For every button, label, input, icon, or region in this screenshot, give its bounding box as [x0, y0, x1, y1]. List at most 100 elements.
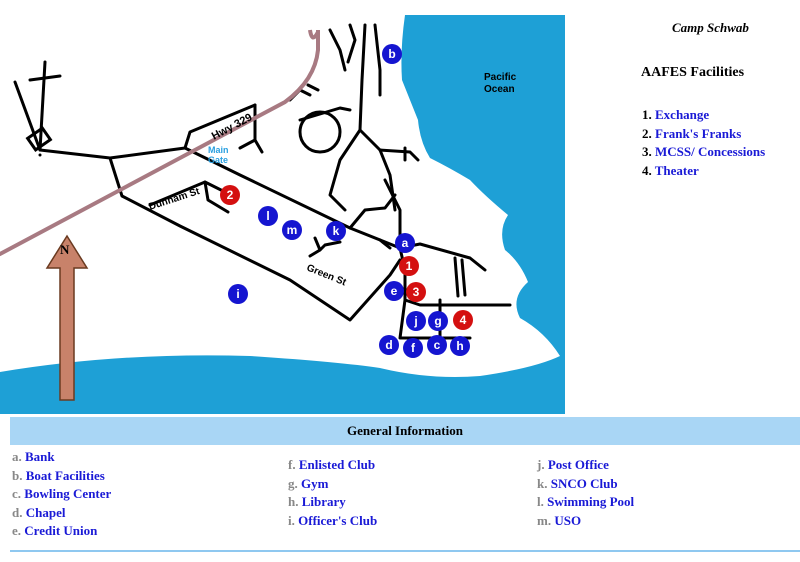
- svg-text:k: k: [333, 224, 340, 238]
- item-letter: e.: [12, 523, 22, 539]
- aafes-item: 4. Theater: [642, 162, 765, 181]
- link-swimming-pool[interactable]: Swimming Pool: [547, 494, 635, 510]
- ocean-label-2: Ocean: [484, 84, 515, 95]
- aafes-item: 1. Exchange: [642, 106, 765, 125]
- marker-k[interactable]: k: [326, 221, 346, 241]
- item-letter: l.: [537, 494, 544, 510]
- aafes-item-number: 2.: [642, 125, 652, 141]
- general-info-item: i. Officer's Club: [288, 512, 377, 531]
- marker-1[interactable]: 1: [399, 256, 419, 276]
- link-credit-union[interactable]: Credit Union: [24, 523, 98, 539]
- svg-text:i: i: [236, 287, 239, 301]
- marker-c[interactable]: c: [427, 335, 447, 355]
- general-info-item: m. USO: [537, 512, 634, 531]
- street-dunham: Dunham St: [148, 186, 202, 213]
- aafes-title: AAFES Facilities: [641, 65, 745, 80]
- aafes-link-franks-franks[interactable]: Frank's Franks: [655, 125, 742, 141]
- general-info-item: j. Post Office: [537, 456, 634, 475]
- item-letter: m.: [537, 512, 552, 528]
- link-enlisted-club[interactable]: Enlisted Club: [298, 457, 376, 472]
- marker-b[interactable]: b: [382, 44, 402, 64]
- general-info-item: g. Gym: [288, 475, 377, 494]
- marker-4[interactable]: 4: [453, 310, 473, 330]
- general-info-item: h. Library: [288, 493, 377, 512]
- marker-d[interactable]: d: [379, 335, 399, 355]
- link-gym[interactable]: Gym: [301, 475, 329, 491]
- general-info-column-1: a. Bank b. Boat Facilities c. Bowling Ce…: [12, 448, 111, 541]
- item-letter: j.: [537, 457, 545, 472]
- item-letter: i.: [288, 512, 295, 528]
- aafes-link-exchange[interactable]: Exchange: [655, 107, 710, 122]
- marker-i[interactable]: i: [228, 284, 248, 304]
- ocean-label-1: Pacific: [484, 72, 517, 83]
- link-bank[interactable]: Bank: [25, 449, 55, 464]
- svg-text:3: 3: [413, 285, 420, 299]
- aafes-item-number: 3.: [642, 144, 652, 160]
- svg-text:g: g: [434, 314, 441, 328]
- svg-text:m: m: [287, 223, 298, 237]
- general-info-item: b. Boat Facilities: [12, 467, 111, 486]
- road-network: [13, 23, 512, 340]
- svg-text:2: 2: [227, 188, 234, 202]
- marker-a[interactable]: a: [395, 233, 415, 253]
- item-letter: d.: [12, 504, 23, 520]
- marker-j[interactable]: j: [406, 311, 426, 331]
- general-info-item: a. Bank: [12, 448, 111, 467]
- marker-h[interactable]: h: [450, 336, 470, 356]
- item-letter: f.: [288, 457, 296, 472]
- general-info-header: General Information: [10, 417, 800, 445]
- marker-g[interactable]: g: [428, 311, 448, 331]
- link-uso[interactable]: USO: [554, 512, 582, 528]
- link-bowling-center[interactable]: Bowling Center: [24, 486, 112, 502]
- aafes-link-theater[interactable]: Theater: [654, 162, 699, 178]
- general-info-item: d. Chapel: [12, 504, 111, 523]
- aafes-list: 1. Exchange 2. Frank's Franks 3. MCSS/ C…: [642, 106, 765, 180]
- marker-2[interactable]: 2: [220, 185, 240, 205]
- svg-text:a: a: [402, 236, 409, 250]
- marker-e[interactable]: e: [384, 281, 404, 301]
- marker-f[interactable]: f: [403, 338, 423, 358]
- highway-329: [0, 30, 320, 256]
- general-info-item: c. Bowling Center: [12, 485, 111, 504]
- link-library[interactable]: Library: [301, 494, 346, 510]
- roundabout: [298, 110, 342, 154]
- item-letter: c.: [12, 486, 22, 502]
- aafes-item-number: 1.: [642, 107, 652, 122]
- general-info-column-3: j. Post Office k. SNCO Club l. Swimming …: [537, 456, 634, 530]
- building-west: [25, 126, 53, 152]
- item-letter: h.: [288, 494, 299, 510]
- link-post-office[interactable]: Post Office: [547, 457, 609, 472]
- item-letter: a.: [12, 449, 22, 464]
- item-letter: k.: [537, 475, 548, 491]
- street-green: Green St: [305, 263, 348, 289]
- marker-3[interactable]: 3: [406, 282, 426, 302]
- svg-text:c: c: [434, 338, 441, 352]
- item-letter: g.: [288, 475, 298, 491]
- aafes-item: 2. Frank's Franks: [642, 125, 765, 144]
- svg-text:1: 1: [406, 259, 413, 273]
- ocean-area: [0, 15, 565, 414]
- marker-l[interactable]: l: [258, 206, 278, 226]
- general-info-item: f. Enlisted Club: [288, 456, 377, 475]
- svg-text:f: f: [411, 341, 416, 355]
- link-officers-club[interactable]: Officer's Club: [298, 512, 378, 528]
- gate-label-1: Main: [208, 145, 229, 155]
- link-boat-facilities[interactable]: Boat Facilities: [25, 467, 105, 483]
- svg-text:h: h: [456, 339, 463, 353]
- svg-text:b: b: [388, 47, 395, 61]
- marker-m[interactable]: m: [282, 220, 302, 240]
- gate-label-2: Gate: [208, 155, 228, 165]
- svg-text:d: d: [385, 338, 392, 352]
- aafes-item: 3. MCSS/ Concessions: [642, 143, 765, 162]
- bottom-divider: [10, 550, 800, 552]
- general-info-item: e. Credit Union: [12, 522, 111, 541]
- svg-text:j: j: [413, 314, 417, 328]
- item-letter: b.: [12, 467, 23, 483]
- north-arrow: N: [45, 234, 89, 401]
- general-info-item: l. Swimming Pool: [537, 493, 634, 512]
- camp-title: Camp Schwab: [672, 20, 749, 35]
- aafes-link-mcss-concessions[interactable]: MCSS/ Concessions: [655, 144, 766, 160]
- base-map: N Pacific Ocean Hwy 329 Main Gate Dunham…: [0, 15, 565, 414]
- link-snco-club[interactable]: SNCO Club: [550, 475, 618, 491]
- link-chapel[interactable]: Chapel: [25, 504, 66, 520]
